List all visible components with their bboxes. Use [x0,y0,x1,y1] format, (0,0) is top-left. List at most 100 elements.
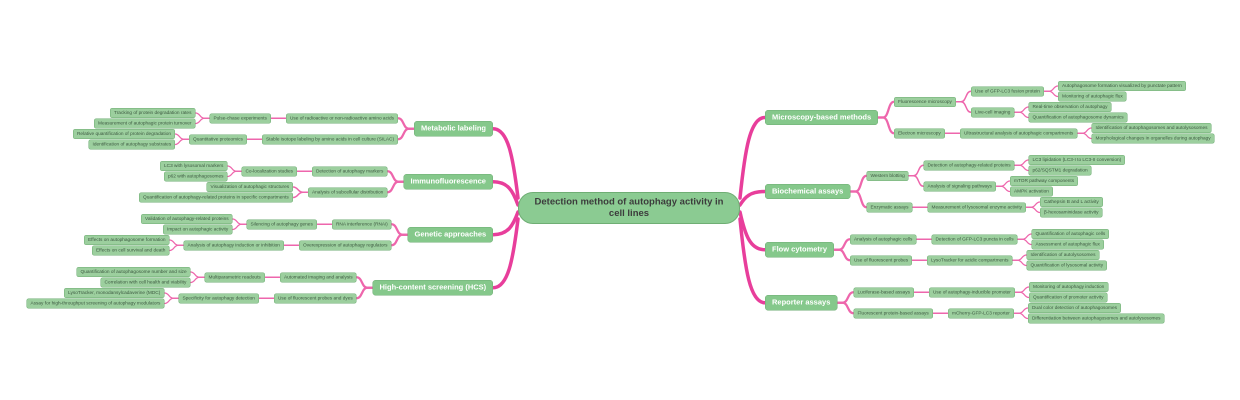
node-ultrastructural-analysis-of-autophagic-compartments[interactable]: Ultrastructural analysis of autophagic c… [960,128,1078,139]
node-overexpression-of-autophagy-regulators[interactable]: Overexpression of autophagy regulators [299,240,392,251]
node-hexosaminidase-activity[interactable]: β-hexosaminidase activity [1040,207,1103,218]
mindmap-link [386,170,405,183]
node-multiparametric-readouts[interactable]: Multiparametric readouts [204,272,265,283]
mindmap-link [390,223,409,236]
node-rna-interference-rnai[interactable]: RNA interference (RNAi) [332,219,392,230]
branch-reporter-assays[interactable]: Reporter assays [765,295,838,311]
node-measurement-of-autophagic-protein-turnover[interactable]: Measurement of autophagic protein turnov… [94,118,196,129]
node-assessment-of-autophagic-flux[interactable]: Assessment of autophagic flux [1031,239,1104,250]
node-quantification-of-autophagosome-dynamics[interactable]: Quantification of autophagosome dynamics [1028,112,1128,123]
node-analysis-of-subcellular-distribution[interactable]: Analysis of subcellular distribution [308,187,388,198]
node-quantification-of-autophagic-cells[interactable]: Quantification of autophagic cells [1031,229,1110,240]
node-use-of-fluorescent-probes-and-dyes[interactable]: Use of fluorescent probes and dyes [274,293,357,304]
node-automated-imaging-and-analysis[interactable]: Automated imaging and analysis [280,272,357,283]
node-electron-microscopy[interactable]: Electron microscopy [894,128,945,139]
node-quantification-of-lysosomal-activity[interactable]: Quantification of lysosomal activity [1026,260,1108,271]
node-analysis-of-signaling-pathways[interactable]: Analysis of signaling pathways [923,181,996,192]
node-enzymatic-assays[interactable]: Enzymatic assays [866,202,913,213]
node-use-of-gfp-lc3-fusion-protein[interactable]: Use of GFP-LC3 fusion protein [971,86,1044,97]
mindmap-link [292,186,309,193]
mindmap-link [907,175,925,187]
node-visualization-of-autophagic-structures[interactable]: Visualization of autophagic structures [206,182,294,193]
node-relative-quantification-of-protein-degradation[interactable]: Relative quantification of protein degra… [73,129,176,140]
mindmap-link [396,117,416,130]
node-stable-isotope-labeling-by-amino-acids-in-cell-culture-silac[interactable]: Stable isotope labeling by amino acids i… [262,134,399,145]
node-detection-of-autophagy-markers[interactable]: Detection of autophagy markers [312,166,388,177]
mindmap-link [1025,201,1041,208]
node-p62-with-autophagosomes[interactable]: p62 with autophagosomes [164,171,228,182]
branch-flow-cytometry[interactable]: Flow cytometry [765,242,835,258]
node-validation-of-autophagy-related-proteins[interactable]: Validation of autophagy-related proteins [141,214,233,225]
mindmap-link [491,210,520,237]
node-detection-of-gfp-lc3-puncta-in-cells[interactable]: Detection of GFP-LC3 puncta in cells [931,234,1018,245]
mindmap-link [491,127,520,200]
node-use-of-autophagy-inducible-promoter[interactable]: Use of autophagy-inducible promoter [929,287,1015,298]
node-effects-on-autophagosome-formation[interactable]: Effects on autophagosome formation [84,235,170,246]
node-quantitative-proteomics[interactable]: Quantitative proteomics [189,134,247,145]
node-luciferase-based-assays[interactable]: Luciferase-based assays [853,287,915,298]
node-quantification-of-promoter-activity[interactable]: Quantification of promoter activity [1029,292,1108,303]
branch-immunofluorescence[interactable]: Immunofluorescence [403,174,493,190]
mindmap-link [174,133,190,140]
node-measurement-of-lysosomal-enzyme-activity[interactable]: Measurement of lysosomal enzyme activity [927,202,1027,213]
node-use-of-radioactive-or-non-radioactive-amino-acids[interactable]: Use of radioactive or non-radioactive am… [286,113,399,124]
node-silencing-of-autophagy-genes[interactable]: Silencing of autophagy genes [246,219,317,230]
node-detection-of-autophagy-related-proteins[interactable]: Detection of autophagy-related proteins [923,160,1015,171]
node-co-localization-studies[interactable]: Co-localization studies [241,166,298,177]
node-identification-of-autophagosomes-and-autolysosomes[interactable]: Identification of autophagosomes and aut… [1091,123,1212,134]
mindmap-link [355,276,374,289]
node-autophagosome-formation-visualized-by-punctate-pattern[interactable]: Autophagosome formation visualized by pu… [1058,81,1186,92]
node-assay-for-high-throughput-screening-of-autophagy-modulators[interactable]: Assay for high-throughput screening of a… [26,298,165,309]
node-p62-sqstm1-degradation[interactable]: p62/SQSTM1 degradation [1028,165,1092,176]
node-real-time-observation-of-autophagy[interactable]: Real-time observation of autophagy [1028,102,1112,113]
node-lc3-lipidation-lc3-i-to-lc3-ii-conversion[interactable]: LC3 lipidation (LC3-I to LC3-II conversi… [1028,155,1126,166]
node-mtor-pathway-components[interactable]: mTOR pathway components [1010,176,1079,187]
node-effects-on-cell-survival-and-death[interactable]: Effects on cell survival and death [92,245,170,256]
node-differentiation-between-autophagosomes-and-autolysosomes[interactable]: Differentiation between autophagosomes a… [1028,313,1165,324]
node-lysotracker-for-acidic-compartments[interactable]: LysoTracker for acidic compartments [927,255,1013,266]
node-mcherry-gfp-lc3-reporter[interactable]: mCherry-GFP-LC3 reporter [948,308,1014,319]
branch-microscopy-based-methods[interactable]: Microscopy-based methods [765,109,879,125]
node-monitoring-of-autophagic-flux[interactable]: Monitoring of autophagic flux [1058,91,1127,102]
node-morphological-changes-in-organelles-during-autophagy[interactable]: Morphological changes in organelles duri… [1091,133,1215,144]
mindmap-link [1076,127,1093,134]
node-fluorescent-protein-based-assays[interactable]: Fluorescent protein-based assays [853,308,933,319]
node-monitoring-of-autophagy-induction[interactable]: Monitoring of autophagy induction [1029,282,1109,293]
node-quantification-of-autophagosome-number-and-size[interactable]: Quantification of autophagosome number a… [76,267,191,278]
branch-metabolic-labeling[interactable]: Metabolic labeling [414,121,494,137]
node-use-of-fluorescent-probes[interactable]: Use of fluorescent probes [850,255,913,266]
node-live-cell-imaging[interactable]: Live-cell imaging [971,107,1015,118]
node-identification-of-autolysosomes[interactable]: Identification of autolysosomes [1026,250,1100,261]
mindmap-link [386,180,405,194]
node-quantification-of-autophagy-related-proteins-in-specific-compartments[interactable]: Quantification of autophagy-related prot… [139,192,293,203]
node-tracking-of-protein-degradation-rates[interactable]: Tracking of protein degradation rates [110,108,196,119]
node-fluorescence-microscopy[interactable]: Fluorescence microscopy [894,96,956,107]
node-specificity-for-autophagy-detection[interactable]: Specificity for autophagy detection [178,293,259,304]
node-impact-on-autophagic-activity[interactable]: Impact on autophagic activity [163,224,233,235]
node-ampk-activation[interactable]: AMPK activation [1010,186,1053,197]
mindmap-link [955,101,972,113]
node-identification-of-autophagy-substrates[interactable]: Identification of autophagy substrates [88,139,176,150]
central-topic[interactable]: Detection method of autophagy activity i… [518,192,740,224]
mindmap-link [194,117,211,125]
node-dual-color-detection-of-autophagosomes[interactable]: Dual color detection of autophagosomes [1028,303,1122,314]
mindmap-link [1013,106,1030,113]
mindmap-link [1013,312,1029,320]
node-pulse-chase-experiments[interactable]: Pulse-chase experiments [209,113,271,124]
branch-biochemical-assays[interactable]: Biochemical assays [765,183,851,199]
mindmap-link [226,165,243,172]
branch-genetic-approaches[interactable]: Genetic approaches [407,227,494,243]
node-correlation-with-cell-health-and-viability[interactable]: Correlation with cell health and viabili… [100,277,191,288]
node-lc3-with-lysosomal-markers[interactable]: LC3 with lysosomal markers [160,161,228,172]
branch-high-content-screening-hcs[interactable]: High-content screening (HCS) [372,280,494,296]
mindmap-link [1016,233,1033,240]
node-analysis-of-autophagy-induction-or-inhibition[interactable]: Analysis of autophagy induction or inhib… [183,240,284,251]
node-analysis-of-autophagic-cells[interactable]: Analysis of autophagic cells [850,234,917,245]
mindmap-link [491,217,520,290]
node-lysotracker-monodansylcadaverine-mdc[interactable]: LysoTracker, monodansylcadaverine (MDC) [64,288,165,299]
node-cathepsin-b-and-l-activity[interactable]: Cathepsin B and L activity [1040,197,1103,208]
mindmap-link [194,112,211,119]
node-western-blotting[interactable]: Western blotting [866,170,909,181]
mindmap-link [995,180,1011,187]
mindmap-link [231,218,248,225]
